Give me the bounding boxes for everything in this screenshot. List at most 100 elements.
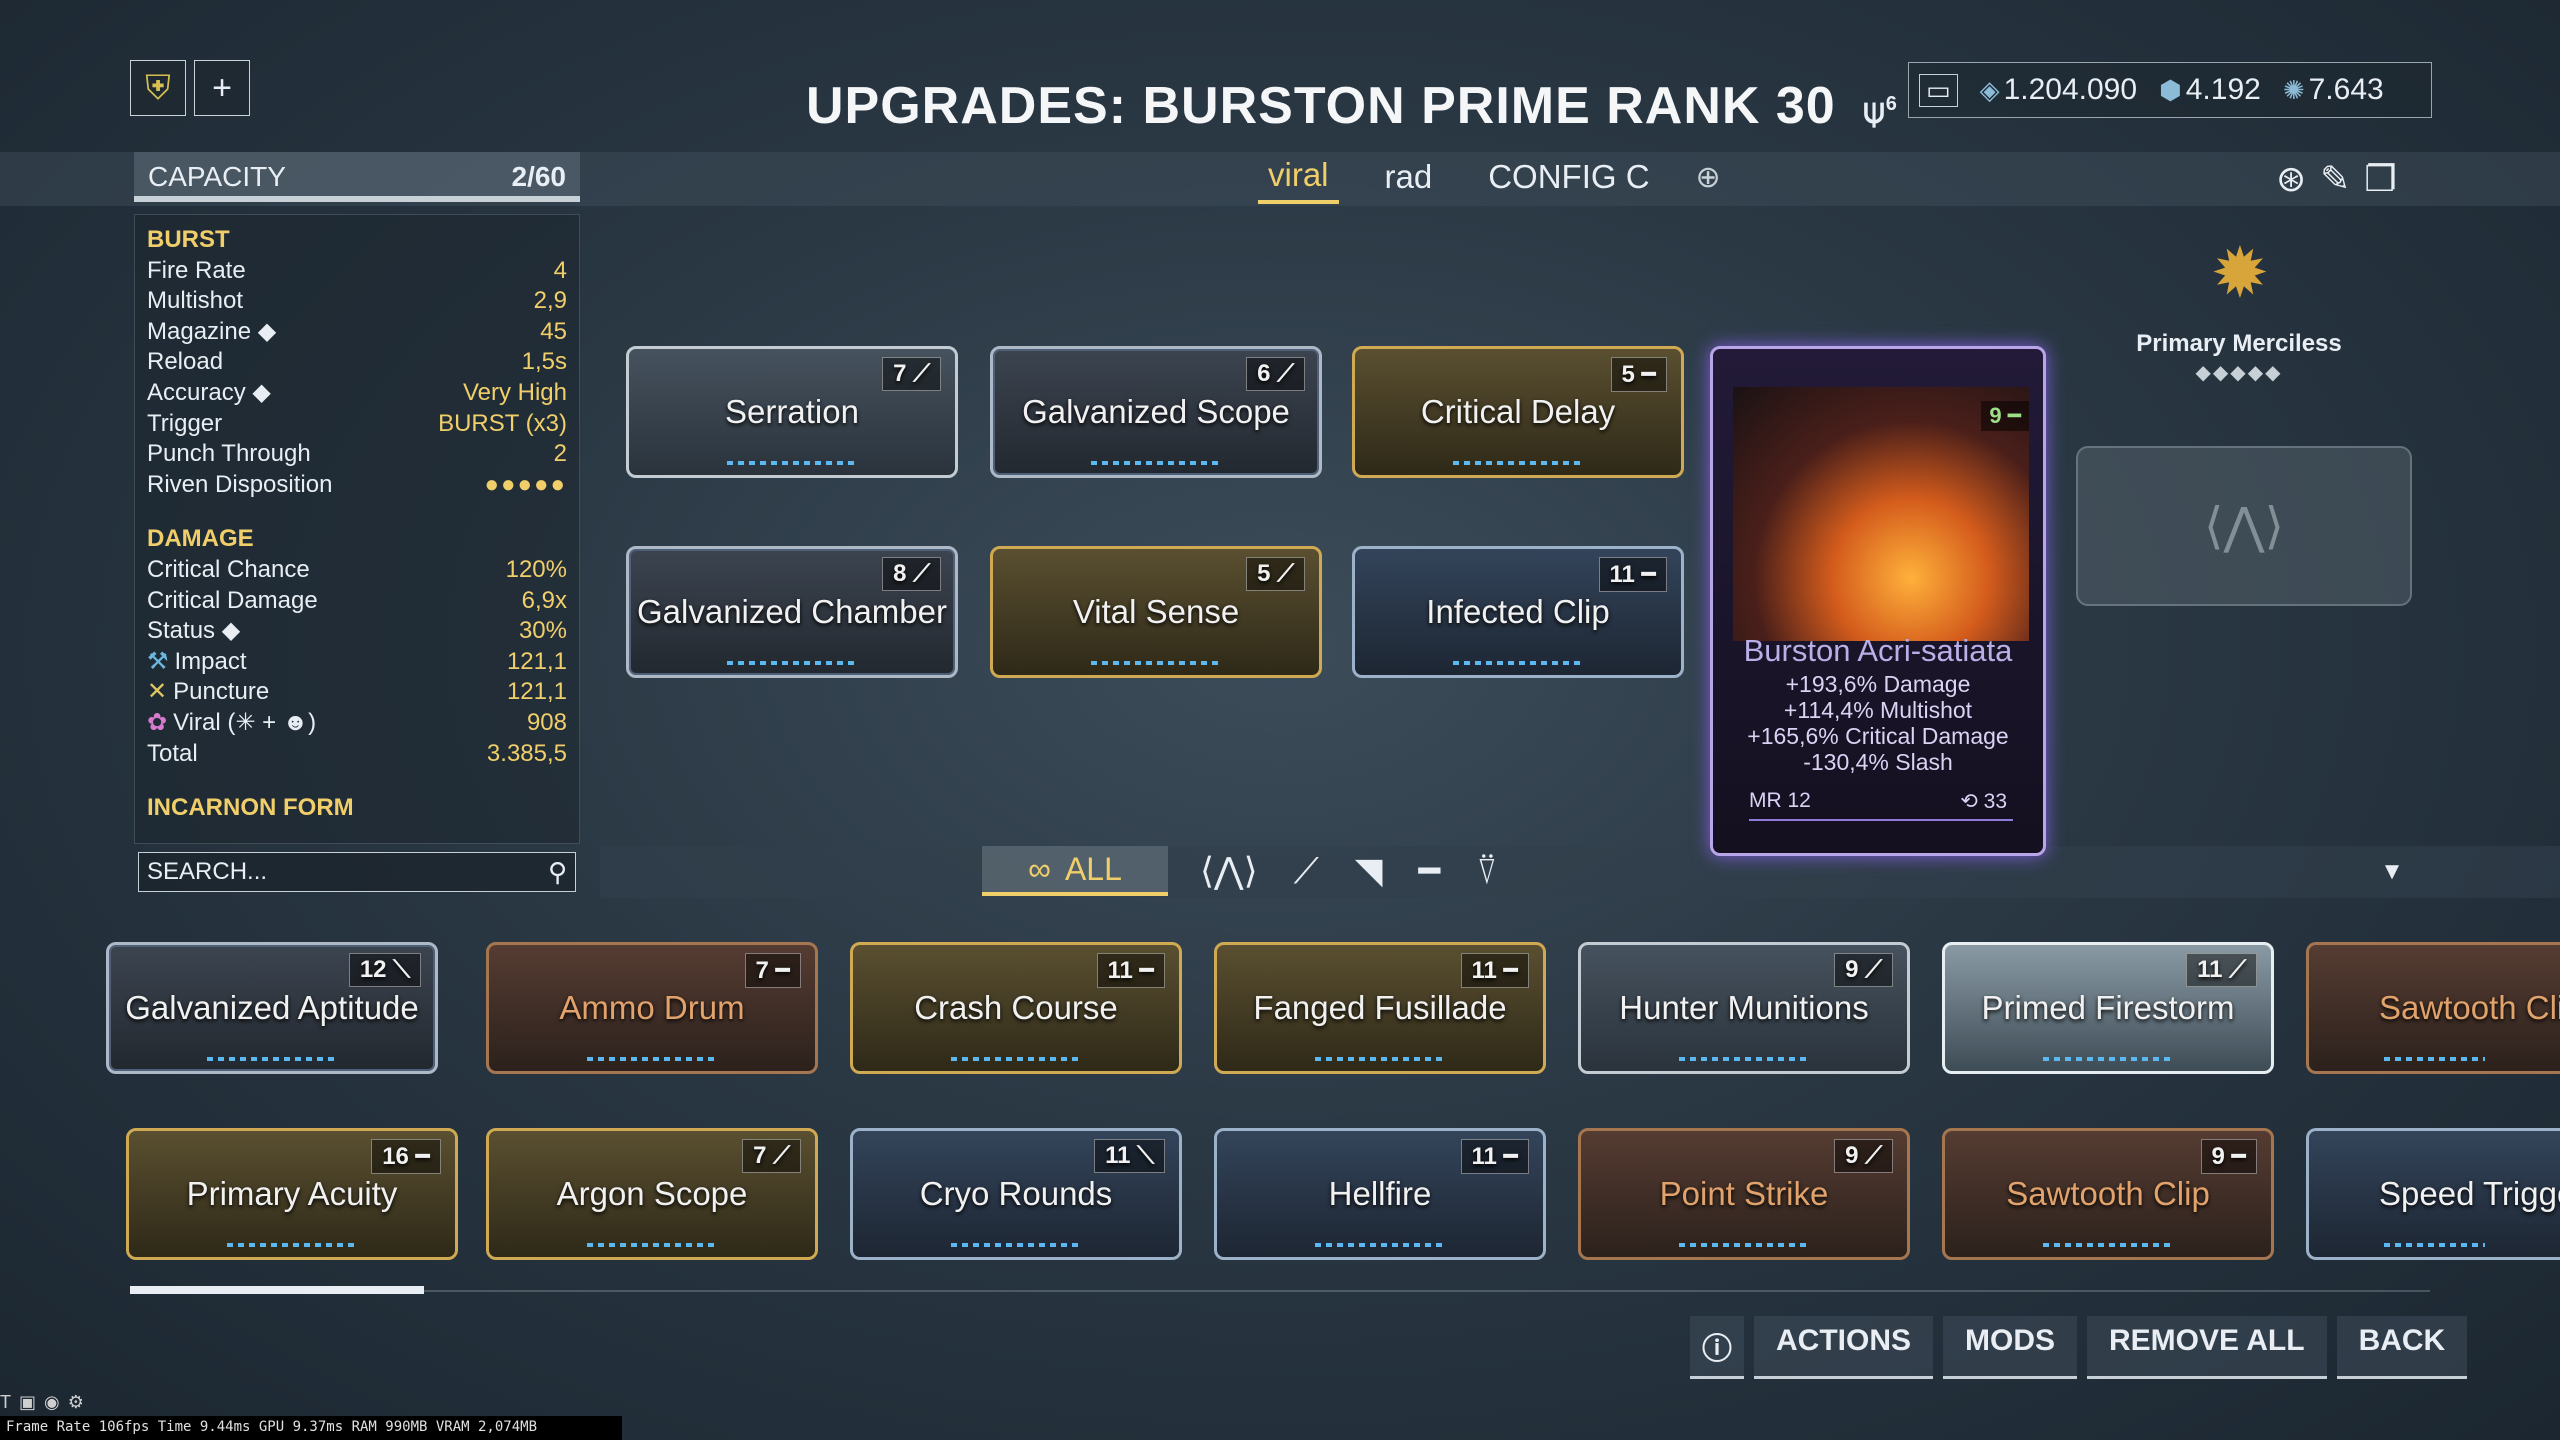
madurai-filter-icon[interactable]: ⟋ <box>1293 850 1319 891</box>
loadout-icon[interactable]: ⛨ <box>130 60 186 116</box>
actions-button[interactable]: ACTIONS <box>1754 1316 1933 1379</box>
credits-value: 1.204.090 <box>2003 73 2138 106</box>
back-button[interactable]: BACK <box>2336 1316 2468 1379</box>
search-input[interactable] <box>147 858 527 886</box>
riven-mod[interactable]: 9 ━ Burston Acri-satiata +193,6% Damage … <box>1710 346 2046 856</box>
inventory-icon[interactable]: ▭ <box>1919 73 1958 107</box>
impact-icon: ⚒ <box>147 647 169 675</box>
aura-filter-icon[interactable]: ⟨⋀⟩ <box>1200 850 1258 891</box>
filter-all-button[interactable]: ∞ ALL <box>982 846 1168 896</box>
action-bar: ⓘ ACTIONS MODS REMOVE ALL BACK <box>1690 1316 2468 1379</box>
riven-disposition-dots: ●●●●● <box>484 470 567 498</box>
rank-badge-icon: ⍦6 <box>1863 90 1898 131</box>
stat-row: Accuracy ◆Very High <box>147 378 567 406</box>
performance-overlay: Frame Rate 106fps Time 9.44ms GPU 9.37ms… <box>0 1416 622 1440</box>
umbra-filter-icon[interactable]: ⍢ <box>1476 850 1498 891</box>
riven-stat: +193,6% Damage <box>1785 671 1971 697</box>
inventory-scrollbar[interactable] <box>130 1290 2430 1292</box>
riven-rolls: ⟲ 33 <box>1960 790 2007 813</box>
sort-dropdown[interactable]: ▼ <box>2380 858 2404 885</box>
stat-row: Status ◆30% <box>147 617 567 645</box>
tab-config-c[interactable]: CONFIG C <box>1488 158 1650 195</box>
incarnon-title[interactable]: INCARNON FORM <box>147 794 354 822</box>
inventory-mod[interactable]: Speed Trigger <box>2306 1128 2560 1260</box>
capacity-value: 2/60 <box>511 161 567 192</box>
riven-stat: +165,6% Critical Damage <box>1747 723 2009 749</box>
riven-name: Burston Acri-satiata <box>1743 633 2013 668</box>
kuva-icon: ✺ <box>2282 74 2305 105</box>
vazarin-filter-icon[interactable]: ◥ <box>1354 850 1383 891</box>
inventory-mod[interactable]: Sawtooth Clip <box>2306 942 2560 1074</box>
info-icon[interactable]: ⓘ <box>1690 1316 1744 1379</box>
filter-band <box>600 846 2560 898</box>
riven-capacity: 9 ━ <box>1981 401 2029 431</box>
overlay-toggle-icon[interactable]: T <box>0 1392 11 1412</box>
tab-rad[interactable]: rad <box>1384 158 1433 195</box>
arcane-rank: ◆◆◆◆◆ <box>2195 362 2283 384</box>
infinity-icon: ∞ <box>1028 850 1051 887</box>
arcane-icon[interactable]: ✹ <box>2210 234 2270 312</box>
overlay-settings-icon[interactable]: ⚙ <box>67 1392 84 1412</box>
endo-icon: ⬢ <box>2159 74 2182 105</box>
remove-all-button[interactable]: REMOVE ALL <box>2087 1316 2327 1379</box>
scrollbar-thumb[interactable] <box>130 1286 424 1294</box>
kuva-value: 7.643 <box>2308 73 2384 106</box>
stat-row: Magazine ◆45 <box>147 317 567 345</box>
toolbar-icons: ⊛ ✎ ❐ <box>2276 158 2397 200</box>
arcane-name: Primary Merciless <box>2136 330 2342 357</box>
stat-row: ✿Viral (✳ + ☻)908 <box>147 708 567 736</box>
overlay-icons: T ▣ ◉ ⚙ <box>0 1392 84 1413</box>
exilus-icon: ⟨⋀⟩ <box>2203 498 2285 554</box>
overlay-capture-icon[interactable]: ▣ <box>19 1392 37 1412</box>
page-title: UPGRADES: BURSTON PRIME RANK 30 ⍦6 <box>806 77 1898 135</box>
naramon-filter-icon[interactable]: ━ <box>1418 850 1441 891</box>
puncture-icon: ✕ <box>147 678 168 706</box>
riven-stat: -130,4% Slash <box>1803 749 1953 775</box>
currency-bar: ▭ ◈1.204.090 ⬢4.192 ✺7.643 <box>1908 62 2432 118</box>
capacity-bar <box>134 196 580 202</box>
copy-config-icon[interactable]: ❐ <box>2364 158 2397 199</box>
riven-artwork <box>1733 387 2029 641</box>
exilus-slot[interactable]: ⟨⋀⟩ <box>2076 446 2412 606</box>
overlay-record-icon[interactable]: ◉ <box>44 1392 60 1412</box>
tab-viral[interactable]: viral <box>1258 150 1339 204</box>
stat-row: Riven Disposition●●●●● <box>147 470 567 501</box>
polarity-filters: ⟨⋀⟩ ⟋ ◥ ━ ⍢ <box>1200 850 1498 893</box>
mods-button[interactable]: MODS <box>1943 1316 2077 1379</box>
add-loadout-button[interactable]: + <box>194 60 250 116</box>
add-config-icon[interactable]: ⊕ <box>1695 160 1721 194</box>
forma-icon[interactable]: ⊛ <box>2276 158 2307 199</box>
search-icon[interactable]: ⚲ <box>547 856 567 887</box>
config-tabs: viral rad CONFIG C ⊕ <box>1258 150 1721 204</box>
search-box: ⚲ <box>138 852 576 892</box>
riven-stat: +114,4% Multishot <box>1783 697 1973 723</box>
rename-icon[interactable]: ✎ <box>2320 158 2351 199</box>
